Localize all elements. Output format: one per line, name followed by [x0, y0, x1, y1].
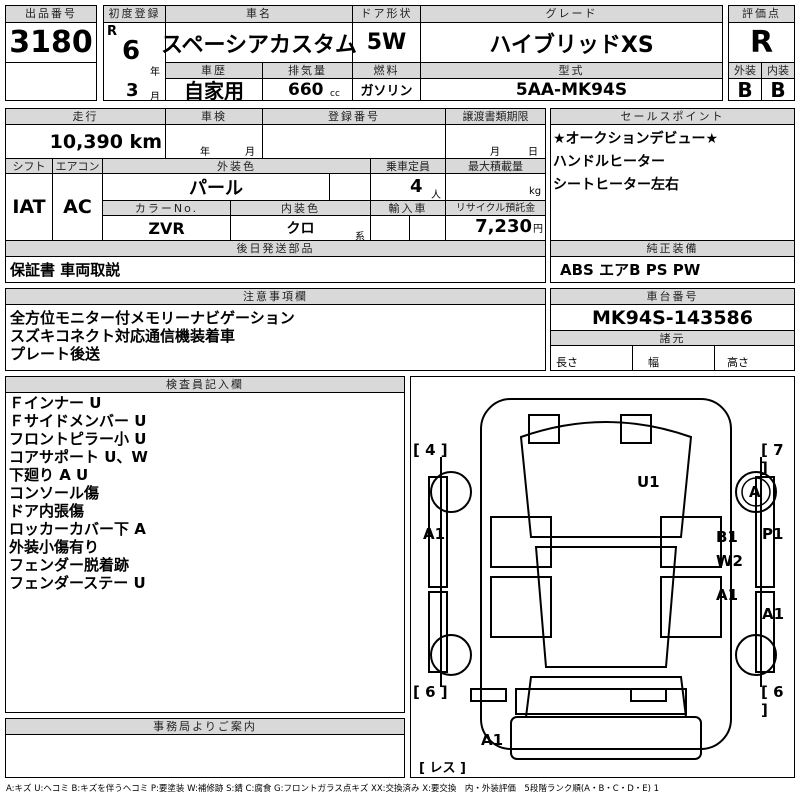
int-label: 内装 [761, 62, 795, 79]
era: R [107, 24, 118, 39]
shift: IAT [5, 173, 53, 241]
displacement: 660 [288, 80, 324, 100]
displacement-unit: cc [330, 89, 340, 99]
recycle: 7,230 [475, 216, 532, 237]
door-label: ドア形状 [352, 5, 421, 23]
specs-label: 諸元 [550, 330, 795, 346]
recycle-unit: 円 [533, 224, 543, 235]
ac: AC [52, 173, 103, 241]
int-color-unit: 系 [355, 232, 365, 243]
reg-no-label: 登録番号 [262, 108, 446, 125]
fuel: ガソリン [352, 78, 421, 101]
equipment-label: 純正装備 [550, 240, 795, 257]
max-load-label: 最大積載量 [445, 158, 546, 174]
width-label: 幅 [648, 356, 659, 369]
reg-month: 3 [126, 80, 139, 101]
int-score: B [761, 78, 795, 102]
car-name: スペーシアカスタム [161, 22, 357, 63]
model-label: 型式 [420, 62, 723, 79]
damage-mark: A1 [423, 525, 446, 543]
ac-label: エアコン [52, 158, 103, 174]
notes-label: 注意事項欄 [5, 288, 546, 305]
damage-mark: A1 [481, 731, 504, 749]
later-parts-label: 後日発送部品 [5, 240, 546, 257]
import-cell-1 [370, 215, 410, 241]
damage-mark: [ 6 ] [761, 683, 784, 719]
inspection-label: 車検 [165, 108, 263, 125]
color-no: ZVR [102, 215, 231, 241]
width-cell [632, 345, 715, 371]
damage-diagram: [ 4 ] [ 7 ] U1 A A1 B1 P1 W2 A1 A1 [ 6 ]… [410, 376, 795, 778]
score-value: R [749, 25, 774, 60]
import-cell-2 [409, 215, 446, 241]
model-code: 5AA-MK94S [420, 78, 723, 101]
mileage-label: 走行 [5, 108, 166, 125]
int-color: クロ [230, 215, 371, 241]
length-label: 長さ [556, 356, 578, 369]
inspection-month-unit: 月 [245, 147, 255, 158]
deadline-day-unit: 日 [528, 147, 538, 158]
import-label: 輸入車 [370, 200, 446, 216]
displacement-label: 排気量 [262, 62, 353, 79]
reg-year: 6 [122, 36, 141, 66]
equipment: ABS エアB PS PW [560, 261, 701, 279]
damage-mark: U1 [637, 473, 660, 491]
sales-label: セールスポイント [550, 108, 795, 125]
legend: A:キズ U:ヘコミ B:キズを伴うヘコミ P:要塗装 W:補修跡 S:錆 C:… [6, 784, 660, 794]
damage-mark: P1 [762, 525, 784, 543]
int-color-label: 内装色 [230, 200, 371, 216]
inspection-year-unit: 年 [200, 147, 210, 158]
sales-point: ★オークションデビュー★ [553, 131, 719, 147]
car-outline [428, 398, 777, 760]
capacity-unit: 人 [431, 190, 441, 201]
capacity-label: 乗車定員 [370, 158, 446, 174]
ext-label: 外装 [728, 62, 762, 79]
year-unit: 年 [150, 67, 160, 78]
car-name-label: 車名 [165, 5, 353, 23]
ext-color: パール [102, 173, 330, 201]
capacity: 4 [410, 176, 423, 197]
lot-label: 出品番号 [5, 5, 97, 23]
damage-mark: B1 [716, 528, 738, 546]
height-label: 高さ [727, 356, 749, 369]
first-reg-label: 初度登録 [103, 5, 166, 23]
damage-mark: A [749, 483, 761, 501]
damage-mark: [ 6 ] [413, 683, 448, 701]
recycle-label: リサイクル預託金 [445, 200, 546, 216]
grade: ハイブリッドXS [420, 22, 723, 63]
door-type: 5W [352, 22, 421, 63]
damage-mark: [ 7 ] [761, 441, 784, 477]
ext-color-extra [329, 173, 371, 201]
doc-deadline-label: 譲渡書類期限 [445, 108, 546, 125]
color-no-label: カラーNo. [102, 200, 231, 216]
damage-mark: [ レス ] [419, 761, 466, 776]
later-parts: 保証書 車両取説 [10, 261, 121, 279]
ext-score: B [728, 78, 762, 102]
damage-mark: [ 4 ] [413, 441, 448, 459]
lot-number: 3180 [5, 22, 97, 63]
damage-mark: A1 [762, 605, 785, 623]
chassis-label: 車台番号 [550, 288, 795, 305]
month-unit: 月 [150, 92, 160, 103]
max-load-unit: kg [529, 186, 542, 197]
height-cell [714, 345, 795, 371]
damage-mark: W2 [716, 552, 743, 570]
fuel-label: 燃料 [352, 62, 421, 79]
damage-mark: A1 [716, 586, 739, 604]
history: 自家用 [165, 78, 263, 103]
inspector-notes: Ｆインナー U Ｆサイドメンバー U フロントピラー小 U コアサポート U、W… [9, 394, 148, 592]
deadline-month-unit: 月 [490, 147, 500, 158]
mileage: 10,390 km [49, 130, 162, 153]
notes: 全方位モニター付メモリーナビゲーション スズキコネクト対応通信機装着車 プレート… [10, 309, 295, 363]
reg-no-cell [262, 124, 446, 159]
score-label: 評価点 [728, 5, 795, 23]
ext-color-label: 外装色 [102, 158, 371, 174]
sales-point: ハンドルヒーター [553, 154, 665, 170]
sales-point: シートヒーター左右 [553, 177, 679, 193]
chassis-number: MK94S-143586 [592, 306, 753, 329]
inspector-label: 検査員記入欄 [5, 376, 405, 393]
grade-label: グレード [420, 5, 723, 23]
shift-label: シフト [5, 158, 53, 174]
office-label: 事務局よりご案内 [5, 718, 405, 735]
